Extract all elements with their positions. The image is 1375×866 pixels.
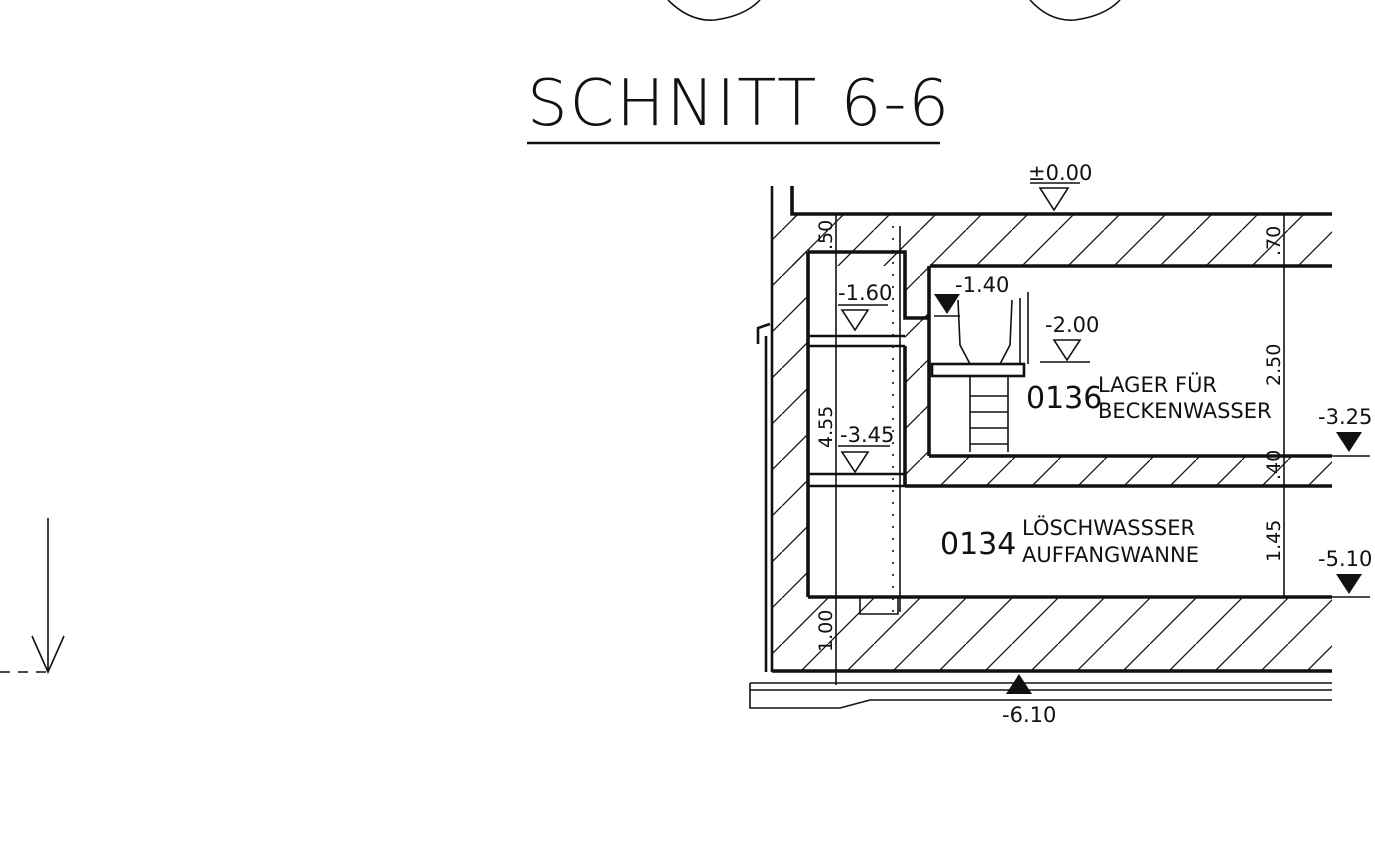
level-l5: -3.25 xyxy=(1318,405,1372,429)
stair xyxy=(930,292,1029,452)
level-symbol-l2 xyxy=(934,294,960,317)
structure-outlines xyxy=(749,186,1332,709)
level-symbol-l6 xyxy=(1318,574,1370,598)
dim-right-3: .40 xyxy=(1263,450,1285,480)
mid-slab-hatch xyxy=(905,456,1332,486)
level-l1: -1.60 xyxy=(838,281,892,305)
level-symbol-l5 xyxy=(1318,432,1370,457)
dim-left-2: 4.55 xyxy=(815,406,837,448)
level-symbol-l4 xyxy=(838,445,890,474)
inner-wall-hatch xyxy=(905,266,929,456)
level-l6: -5.10 xyxy=(1318,547,1372,571)
level-symbol-l1 xyxy=(838,304,888,332)
dim-lines xyxy=(835,214,1285,685)
dim-right-2: 2.50 xyxy=(1263,344,1285,386)
level-top: ±0.00 xyxy=(1028,161,1092,185)
bottom-slab-hatch xyxy=(808,597,1332,671)
room-0134-name-line1: LÖSCHWASSSER xyxy=(1022,515,1195,540)
grid-bubble-right xyxy=(1029,0,1121,21)
room-0136-name-line2: BECKENWASSER xyxy=(1098,399,1272,423)
dim-left-1: .50 xyxy=(815,220,837,250)
level-l4: -3.45 xyxy=(840,423,894,447)
level-l7: -6.10 xyxy=(1002,703,1056,727)
level-l2: -1.40 xyxy=(955,273,1009,297)
room-0136-number: 0136 xyxy=(1026,381,1102,416)
room-0136-name-line1: LAGER FÜR xyxy=(1098,372,1217,397)
room-0134-name-line2: AUFFANGWANNE xyxy=(1022,543,1199,567)
section-arrow-marker xyxy=(0,518,65,674)
left-wall-hatch xyxy=(772,214,808,670)
level-l3: -2.00 xyxy=(1045,313,1099,337)
top-slab-hatch xyxy=(792,214,1332,266)
section-title: SCHNITT 6-6 xyxy=(527,67,951,141)
dim-left-3: 1.00 xyxy=(815,610,837,652)
dim-right-4: 1.45 xyxy=(1263,520,1285,562)
level-symbol-l7 xyxy=(1006,674,1032,694)
level-symbol-top xyxy=(1030,182,1080,212)
grid-bubble-left xyxy=(667,0,761,21)
room-0134-number: 0134 xyxy=(940,527,1016,562)
level-symbol-l3 xyxy=(1040,339,1090,363)
dim-right-1: .70 xyxy=(1263,226,1285,256)
